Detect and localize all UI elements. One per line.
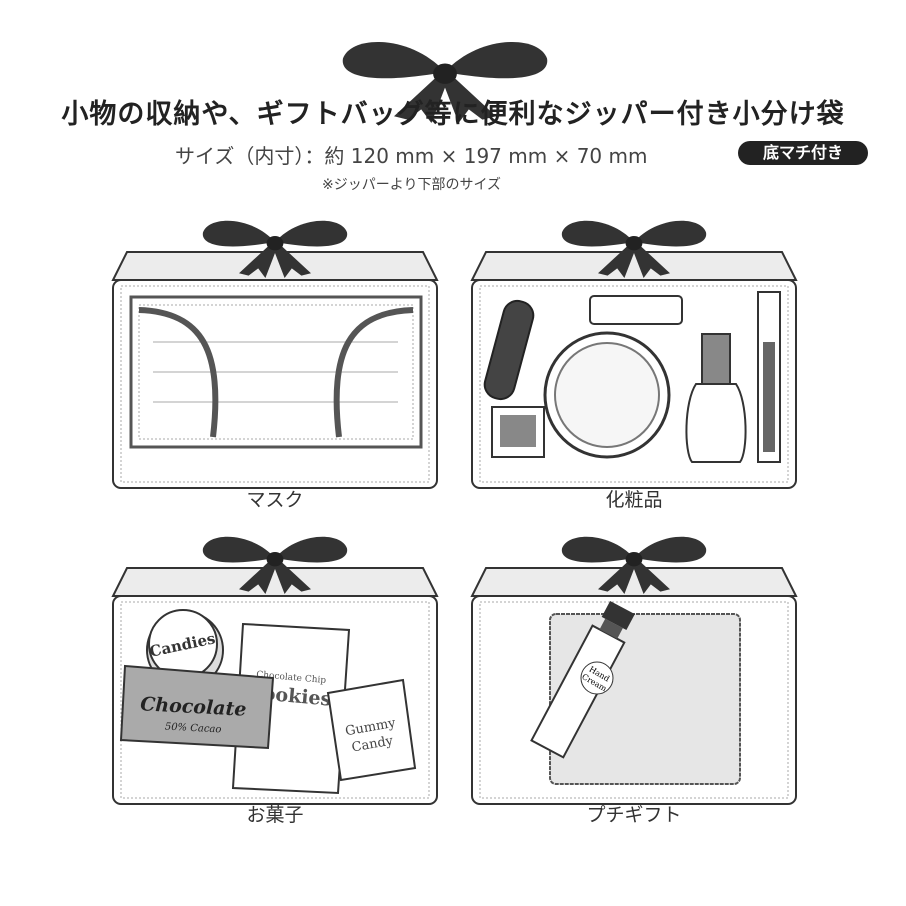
size-note: ※ジッパーより下部のサイズ <box>322 177 502 193</box>
size-text: サイズ（内寸）：約 120 mm × 197 mm × 70 mm <box>175 144 648 168</box>
label-petit-gift: プチギフト <box>586 804 682 826</box>
gusset-badge: 底マチ付き <box>738 141 868 165</box>
bag-petit-gift: Hand Cream <box>471 536 797 805</box>
page-title: 小物の収納や、ギフトバッグ等に便利なジッパー付き小分け袋 <box>61 99 845 130</box>
cacao-text: 50% Cacao <box>165 722 222 736</box>
label-cosmetics: 化粧品 <box>605 489 663 511</box>
bag-cosmetics <box>471 220 797 489</box>
label-mask: マスク <box>246 489 304 511</box>
candy-text: Candy <box>351 733 395 755</box>
label-sweets: お菓子 <box>246 804 304 826</box>
bag-mask <box>112 220 438 489</box>
bag-sweets: Candies Chocolate Chip Cookies Gummy Can… <box>112 536 438 805</box>
